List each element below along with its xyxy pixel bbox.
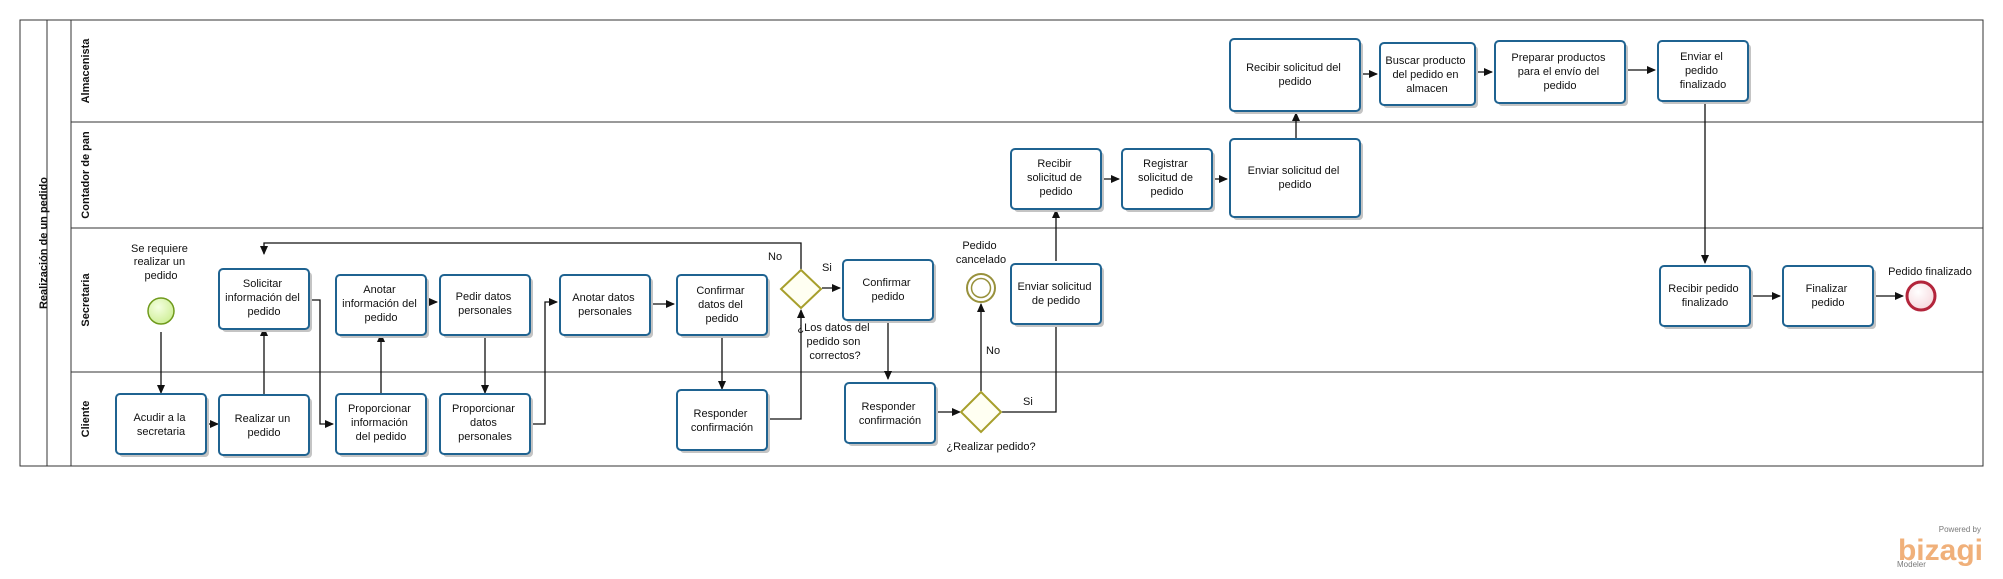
lane-title-secretaria: Secretaria	[80, 273, 92, 327]
powered-by-text: Powered by	[1939, 525, 1981, 534]
flow-proporcionar-anotar-datos	[531, 298, 558, 425]
start-event-circle[interactable]	[147, 297, 175, 325]
flow-label-si-1: Si	[822, 262, 832, 274]
flow-responder-gateway	[767, 309, 805, 420]
task-preparar-productos[interactable]: Preparar productos para el envío del ped…	[1494, 40, 1628, 106]
task-confirmar-pedido[interactable]: Confirmar pedido	[842, 259, 936, 323]
svg-text:Proporcionar datos: Proporcionar datos personales	[452, 403, 518, 443]
task-recibir-solicitud-almacen[interactable]: Recibir solicitud del pedido	[1229, 38, 1363, 114]
end-event-finalizado-label: Pedido finalizado	[1888, 266, 1972, 278]
flow-gateway-no	[260, 242, 802, 269]
svg-text:Responder confirmación: Responder confirmación	[859, 401, 921, 427]
task-recibir-pedido-finalizado[interactable]: Recibir pedido finalizado	[1659, 265, 1753, 329]
end-event-cancelado-inner	[970, 277, 992, 299]
svg-text:Enviar solicitud del p: Enviar solicitud del pedido	[1248, 165, 1343, 191]
lane-title-contador: Contador de pan	[80, 131, 92, 219]
svg-text:Confirmar datos del: Confirmar datos del pedido	[696, 285, 747, 325]
task-finalizar-pedido[interactable]: Finalizar pedido	[1782, 265, 1876, 329]
flow-gateway2-si	[1002, 316, 1060, 413]
bizagi-logo: bizagi	[1898, 534, 1983, 567]
lane-title-almacenista: Almacenista	[80, 38, 92, 104]
task-enviar-solicitud-contador[interactable]: Enviar solicitud del pedido	[1229, 138, 1363, 220]
gateway-datos-correctos[interactable]: ¿Los datos del pedido son correctos?	[779, 268, 873, 362]
task-confirmar-datos[interactable]: Confirmar datos del pedido	[676, 274, 770, 338]
end-event-finalizado[interactable]: Pedido finalizado	[1888, 266, 1972, 312]
pool-border	[19, 19, 1984, 467]
task-responder-confirmacion-1[interactable]: Responder confirmación	[676, 389, 770, 453]
svg-text:Preparar productos par: Preparar productos para el envío del ped…	[1511, 52, 1608, 92]
end-event-cancelado[interactable]: Pedido cancelado	[956, 240, 1006, 303]
task-enviar-pedido-finalizado[interactable]: Enviar el pedido finalizado	[1657, 40, 1751, 104]
task-anotar-informacion[interactable]: Anotar información del pedido	[335, 274, 429, 338]
gateway-datos-correctos-diamond[interactable]	[779, 268, 823, 310]
svg-text:Anotar datos personale: Anotar datos personales	[572, 292, 637, 318]
svg-text:Proporcionar informaci: Proporcionar información del pedido	[348, 403, 414, 443]
svg-text:Enviar solicitud de pe: Enviar solicitud de pedido	[1017, 281, 1094, 307]
svg-text:Finalizar pedido: Finalizar pedido	[1806, 283, 1851, 309]
svg-text:Recibir solicitud del: Recibir solicitud del pedido	[1246, 62, 1344, 88]
flow-label-no-1: No	[768, 251, 782, 263]
start-event-label: Se requiere realizar un pedido	[131, 243, 191, 282]
gateway-realizar-pedido-diamond[interactable]	[959, 390, 1003, 434]
task-recibir-solicitud-contador[interactable]: Recibir solicitud de pedido	[1010, 148, 1104, 212]
svg-text:Solicitar información: Solicitar información del pedido	[225, 278, 303, 318]
modeler-text: Modeler	[1897, 560, 1926, 569]
task-acudir-secretaria[interactable]: Acudir a la secretaria	[115, 393, 209, 457]
task-pedir-datos[interactable]: Pedir datos personales	[439, 274, 533, 338]
svg-text:Responder confirmación: Responder confirmación	[691, 408, 753, 434]
svg-text:Pedir datos personales: Pedir datos personales	[456, 291, 515, 317]
end-event-cancelado-label: Pedido cancelado	[956, 240, 1006, 266]
end-event-finalizado-circle[interactable]	[1905, 280, 1937, 312]
task-buscar-producto[interactable]: Buscar producto del pedido en almacen	[1379, 42, 1478, 108]
svg-text:Anotar información del: Anotar información del pedido	[342, 284, 420, 324]
svg-text:Buscar producto del pe: Buscar producto del pedido en almacen	[1385, 55, 1468, 95]
svg-text:Registrar solicitud de: Registrar solicitud de pedido	[1138, 158, 1196, 198]
task-enviar-solicitud-secretaria[interactable]: Enviar solicitud de pedido	[1010, 263, 1104, 327]
gateway-realizar-pedido-label: ¿Realizar pedido?	[946, 441, 1035, 453]
flow-label-no-2: No	[986, 345, 1000, 357]
pool: Realización de un pedido Almacenista Con…	[19, 19, 1984, 467]
task-realizar-pedido[interactable]: Realizar un pedido	[218, 394, 312, 458]
task-proporcionar-informacion[interactable]: Proporcionar información del pedido	[335, 393, 429, 457]
gateway-datos-correctos-label: ¿Los datos del pedido son correctos?	[797, 322, 872, 362]
svg-text:Realizar un pedido: Realizar un pedido	[235, 413, 294, 439]
flow-label-si-2: Si	[1023, 396, 1033, 408]
task-registrar-solicitud[interactable]: Registrar solicitud de pedido	[1121, 148, 1215, 212]
svg-text:Confirmar pedido: Confirmar pedido	[862, 277, 913, 303]
task-anotar-datos[interactable]: Anotar datos personales	[559, 274, 653, 338]
task-responder-confirmacion-2[interactable]: Responder confirmación	[844, 382, 938, 446]
lane-title-cliente: Cliente	[80, 401, 92, 438]
gateway-realizar-pedido[interactable]: ¿Realizar pedido?	[946, 390, 1036, 453]
svg-text:Enviar el pedido: Enviar el pedido finalizado	[1680, 51, 1726, 91]
task-solicitar-informacion[interactable]: Solicitar información del pedido	[218, 268, 312, 332]
bizagi-branding: Powered by bizagi Modeler	[1897, 525, 1983, 569]
svg-text:Acudir a la secretaria: Acudir a la secretaria	[133, 412, 188, 438]
start-event[interactable]: Se requiere realizar un pedido	[131, 243, 191, 325]
sequence-flows	[157, 66, 1904, 428]
flow-solicitar-proporcionar	[310, 299, 334, 428]
task-proporcionar-datos[interactable]: Proporcionar datos personales	[439, 393, 533, 457]
pool-title: Realización de un pedido	[38, 177, 50, 309]
svg-text:Recibir solicitud de: Recibir solicitud de pedido	[1027, 158, 1085, 198]
svg-text:Recibir pedido finaliz: Recibir pedido finalizado	[1668, 283, 1741, 309]
